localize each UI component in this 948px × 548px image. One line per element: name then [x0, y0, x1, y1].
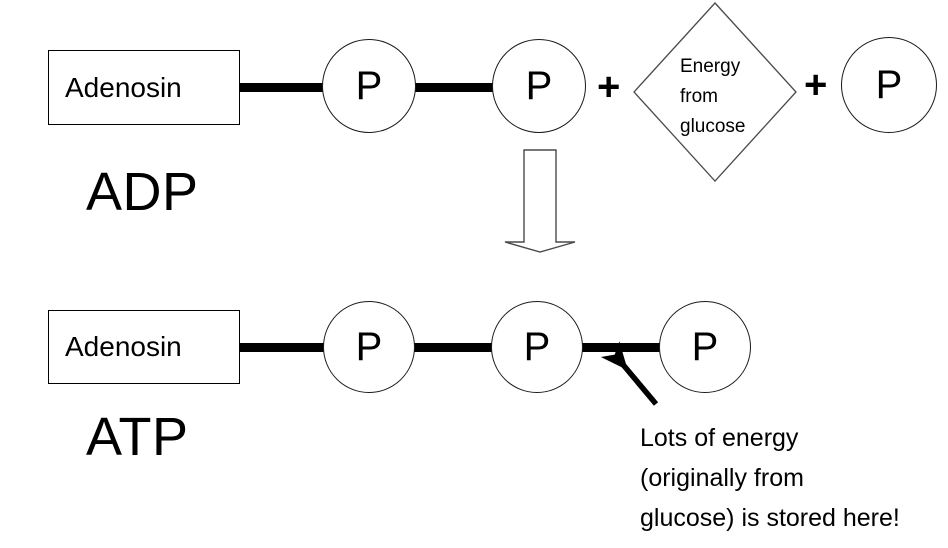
phosphate-label: P [355, 64, 383, 108]
molecule-name-atp: ATP [86, 407, 189, 467]
adenosin-label-atp: Adenosin [65, 331, 182, 362]
bond-p1-p2-bottom [408, 343, 500, 352]
transition-arrow-down [497, 145, 587, 257]
adenosin-label-adp: Adenosin [65, 71, 182, 103]
phosphate-circle-atp-2[interactable]: P [491, 301, 583, 393]
phosphate-circle-adp-2[interactable]: P [492, 39, 586, 133]
annotation-line-2: (originally from [640, 464, 804, 492]
annotation-line-1: Lots of energy [640, 424, 799, 452]
bond-p1-p2-top [408, 83, 500, 92]
annotation-pointer-arrow [600, 341, 670, 412]
bond-p2-p3-bottom [578, 343, 670, 352]
adenosin-box-atp[interactable]: Adenosin [48, 310, 240, 384]
phosphate-label: P [525, 64, 553, 108]
energy-diamond-line-2: from [680, 86, 718, 107]
phosphate-circle-atp-3[interactable]: P [659, 301, 751, 393]
energy-diamond-line-1: Energy [680, 56, 741, 77]
annotation-arrow-shape [600, 341, 659, 406]
molecule-name-adp: ADP [86, 162, 199, 222]
bond-adenosin-p1-bottom [238, 343, 330, 352]
annotation-line-3: glucose) is stored here! [640, 504, 900, 532]
phosphate-circle-atp-1[interactable]: P [323, 301, 415, 393]
phosphate-label: P [691, 325, 719, 369]
phosphate-label: P [523, 325, 551, 369]
plus-sign-two: + [804, 63, 828, 107]
phosphate-circle-free[interactable]: P [841, 37, 937, 133]
down-arrow-shape [504, 149, 576, 253]
plus-sign-one: + [597, 65, 621, 109]
phosphate-circle-adp-1[interactable]: P [322, 39, 416, 133]
phosphate-label: P [355, 325, 383, 369]
energy-diamond-line-3: glucose [680, 116, 746, 137]
bond-adenosin-p1-top [238, 83, 330, 92]
adenosin-box-adp[interactable]: Adenosin [48, 50, 240, 125]
phosphate-label: P [875, 63, 903, 107]
